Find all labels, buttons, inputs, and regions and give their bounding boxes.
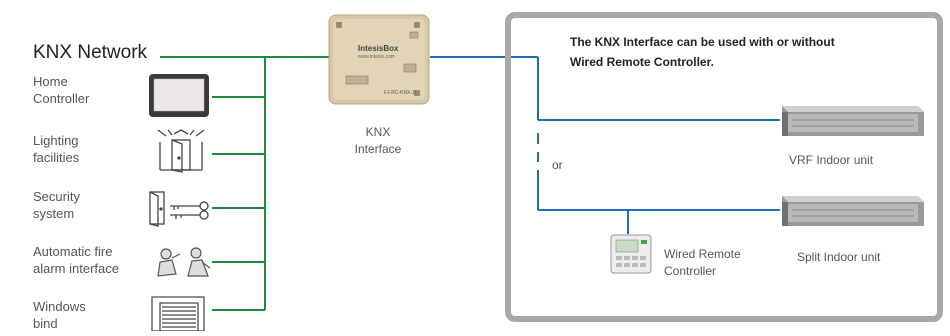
- device-label-line2: facilities: [33, 150, 80, 165]
- box-model-text: FJ-RC-KNX-1i: [384, 90, 416, 96]
- device-label-line2: Controller: [33, 91, 90, 106]
- device-label-line1: Security: [33, 189, 80, 204]
- device-label-line1: Lighting: [33, 133, 79, 148]
- device-label-line2: bind: [33, 316, 58, 331]
- device-label-line1: Automatic fire: [33, 244, 113, 259]
- device-label-line2: system: [33, 206, 75, 221]
- device-label-line2: alarm interface: [33, 261, 119, 276]
- split-indoor-unit-image: [778, 190, 928, 239]
- touch-panel-icon: [148, 73, 210, 123]
- box-brand-text: IntesisBox: [358, 44, 399, 53]
- panel-note: The KNX Interface can be used with or wi…: [570, 35, 835, 69]
- vrf-unit-label: VRF Indoor unit: [789, 153, 874, 167]
- interface-label-line2: Interface: [354, 142, 402, 156]
- or-label: or: [552, 158, 563, 172]
- lighting-door-icon: [152, 128, 210, 179]
- window-blind-icon: [150, 295, 210, 336]
- interface-label-line1: KNX: [365, 125, 391, 139]
- ac-bus-lines: [430, 56, 780, 234]
- device-label-line1: Windows: [33, 299, 86, 314]
- remote-label-line2: Controller: [664, 264, 717, 278]
- knx-network-title: KNX Network: [33, 42, 148, 63]
- door-keys-icon: [148, 188, 214, 233]
- wired-remote-controller-image: [610, 234, 652, 279]
- fire-alarm-people-icon: [152, 244, 214, 285]
- box-url-text: www.intesis.com: [358, 54, 395, 60]
- knx-interface-box: IntesisBox www.intesis.com FJ-RC-KNX-1i: [328, 14, 432, 111]
- ac-system-panel: [505, 12, 943, 322]
- vrf-indoor-unit-image: [778, 100, 928, 149]
- device-label-line1: Home: [33, 74, 68, 89]
- split-unit-label: Split Indoor unit: [797, 250, 881, 264]
- knx-bus-lines: [160, 56, 330, 311]
- remote-label-line1: Wired Remote: [664, 247, 741, 261]
